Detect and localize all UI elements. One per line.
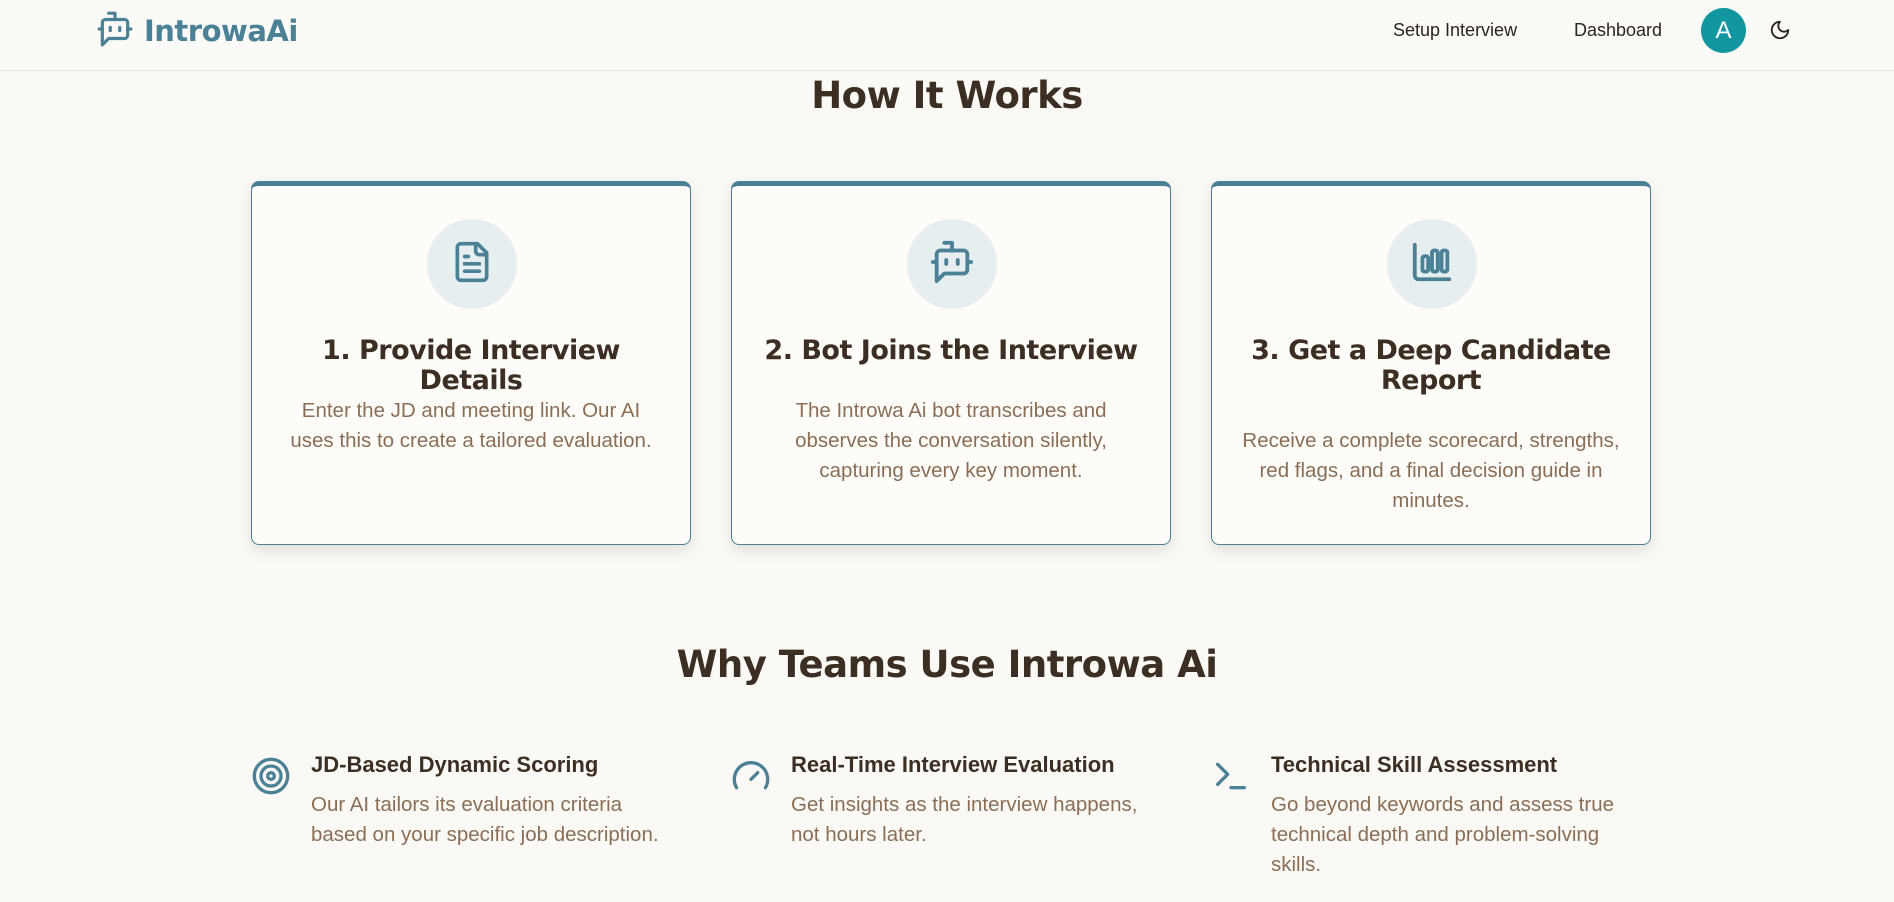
top-nav-bar: IntrowaAi Setup Interview Dashboard A bbox=[0, 0, 1894, 71]
gauge-icon bbox=[731, 756, 771, 796]
card-title: 2. Bot Joins the Interview bbox=[764, 335, 1138, 366]
how-card-candidate-report: 3. Get a Deep Candidate Report Receive a… bbox=[1211, 181, 1651, 545]
nav-dashboard-link[interactable]: Dashboard bbox=[1574, 20, 1663, 40]
card-description: The Introwa Ai bot transcribes and obser… bbox=[795, 399, 1107, 482]
moon-icon[interactable] bbox=[1769, 19, 1791, 41]
card-icon-circle bbox=[907, 219, 997, 309]
how-card-provide-details: 1. Provide Interview Details Enter the J… bbox=[251, 181, 691, 545]
feature-description: Go beyond keywords and assess true techn… bbox=[1271, 793, 1614, 876]
brand-name: IntrowaAi bbox=[144, 14, 298, 48]
bot-message-icon bbox=[96, 10, 134, 52]
bar-chart-icon bbox=[1409, 239, 1455, 289]
card-description: Receive a complete scorecard, strengths,… bbox=[1242, 429, 1620, 512]
brand-logo-link[interactable]: IntrowaAi bbox=[96, 10, 298, 52]
card-icon-circle bbox=[427, 219, 517, 309]
card-title: 3. Get a Deep Candidate Report bbox=[1251, 335, 1611, 396]
nav-setup-interview-link[interactable]: Setup Interview bbox=[1393, 20, 1518, 40]
feature-description: Get insights as the interview happens, n… bbox=[791, 793, 1138, 846]
bot-icon bbox=[929, 239, 975, 289]
how-it-works-heading: How It Works bbox=[811, 74, 1083, 117]
card-icon-circle bbox=[1387, 219, 1477, 309]
how-card-bot-joins: 2. Bot Joins the Interview The Introwa A… bbox=[731, 181, 1171, 545]
feature-title: Real-Time Interview Evaluation bbox=[791, 752, 1115, 777]
card-description: Enter the JD and meeting link. Our AI us… bbox=[290, 399, 652, 452]
document-icon bbox=[450, 240, 494, 288]
card-title: 1. Provide Interview Details bbox=[322, 335, 620, 396]
terminal-icon bbox=[1211, 756, 1251, 796]
why-teams-heading: Why Teams Use Introwa Ai bbox=[676, 643, 1218, 686]
feature-title: Technical Skill Assessment bbox=[1271, 752, 1558, 777]
feature-description: Our AI tailors its evaluation criteria b… bbox=[311, 793, 659, 846]
feature-title: JD-Based Dynamic Scoring bbox=[311, 752, 599, 777]
target-icon bbox=[251, 756, 291, 796]
user-avatar-button[interactable]: A bbox=[1701, 8, 1746, 53]
